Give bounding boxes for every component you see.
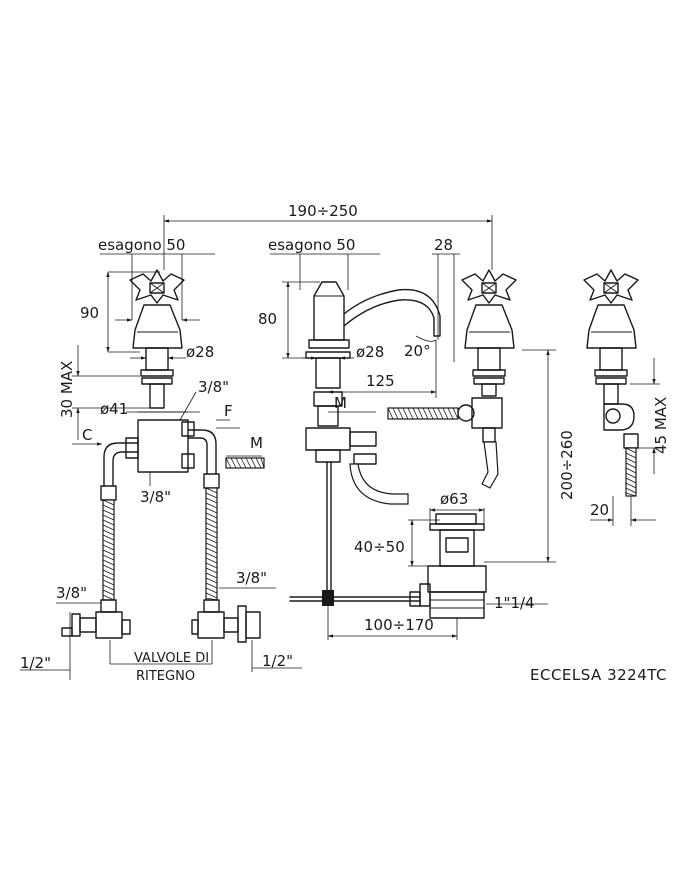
max-thickness-right-label: 45 MAX [652, 397, 670, 454]
waste-height-label: 40÷50 [354, 538, 405, 556]
f-label: F [224, 402, 233, 420]
thread-top-label: 3/8" [198, 378, 229, 396]
spout-offset-label: 28 [434, 236, 453, 254]
pop-up-range-label: 100÷170 [364, 616, 434, 634]
spout-reach-label: 125 [366, 372, 395, 390]
waste-thread-label: 1"1/4 [494, 594, 535, 612]
overall-width-dimension: 190÷250 [163, 202, 493, 270]
side-view-assembly: 45 MAX 20 [583, 269, 670, 526]
m-center-label: M [334, 394, 347, 412]
hose-braid [225, 457, 265, 469]
spout-height-label: 80 [258, 310, 277, 328]
waste-diameter-label: ø63 [440, 490, 468, 508]
valves-label-line2: RITEGNO [136, 669, 195, 684]
body-diameter-label: ø41 [100, 400, 128, 418]
handle-height-label: 90 [80, 304, 99, 322]
hex-left-label: esagono 50 [98, 236, 185, 254]
max-thickness-left-label: 30 MAX [58, 361, 76, 418]
side-offset-label: 20 [590, 501, 609, 519]
handle-diameter-label: ø28 [186, 343, 214, 361]
thread-bottom-label: 3/8" [140, 488, 171, 506]
m-center-hose: M [328, 394, 459, 420]
hose-braid [625, 447, 637, 497]
hex-center-label: esagono 50 [268, 236, 355, 254]
waste-assembly: ø63 40÷50 1"1/4 100÷170 [289, 490, 548, 640]
thread-valve-right-label: 3/8" [236, 569, 267, 587]
height-range-dimension: 200÷260 [484, 349, 576, 563]
left-check-valves: 3/8" 1/2" 3/8" 1/2" VALVOLE DI RITEGNO [20, 569, 302, 684]
left-handle-assembly: esagono 50 90 ø28 30 MAX [58, 236, 215, 440]
spout-diameter-label: ø28 [356, 343, 384, 361]
hose-braid [102, 499, 115, 601]
c-label: C [82, 426, 92, 444]
spout-assembly: esagono 50 28 80 ø28 20° 125 [258, 236, 460, 601]
inlet-left-label: 1/2" [20, 654, 51, 672]
m-left-label: M [250, 434, 263, 452]
inlet-right-label: 1/2" [262, 652, 293, 670]
height-range-label: 200÷260 [558, 430, 576, 500]
overall-width-label: 190÷250 [288, 202, 358, 220]
right-handle-assembly [457, 269, 517, 489]
left-mixer-body: ø41 3/8" 3/8" F C M [72, 378, 265, 601]
hose-braid [387, 407, 459, 420]
hose-braid [205, 487, 218, 601]
thread-valve-left-label: 3/8" [56, 584, 87, 602]
valves-label-line1: VALVOLE DI [134, 651, 209, 666]
spout-angle-label: 20° [404, 342, 431, 360]
model-title: ECCELSA 3224TC [530, 666, 667, 684]
